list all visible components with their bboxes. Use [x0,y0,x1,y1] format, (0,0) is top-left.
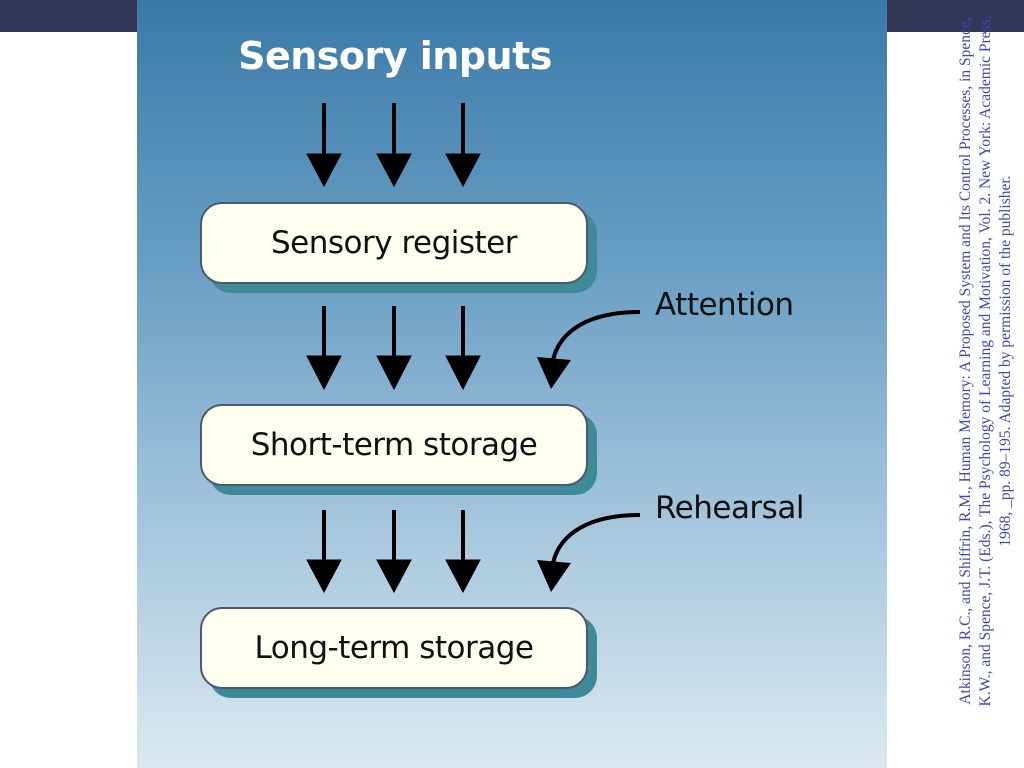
attention-curved-arrow-icon [537,310,641,389]
short-term-storage-label: Short-term storage [250,427,538,463]
sensory-register-box: Sensory register [200,202,588,284]
sensory-register-label: Sensory register [270,225,518,261]
down-arrow-icon [445,103,481,188]
down-arrow-icon [376,103,412,188]
down-arrow-icon [306,103,342,188]
down-arrow-icon [376,510,412,594]
down-arrow-icon [306,510,342,594]
citation-text: Atkinson, R.C., and Shiffrin, R.M., Huma… [957,15,1014,707]
register-to-short-term-arrows [306,306,481,391]
diagram-title: Sensory inputs [238,34,552,78]
rehearsal-label: Rehearsal [655,490,804,526]
down-arrow-icon [445,510,481,594]
down-arrow-icon [376,306,412,391]
input-arrows [306,103,481,188]
down-arrow-icon [445,306,481,391]
citation-container: Atkinson, R.C., and Shiffrin, R.M., Huma… [953,8,1019,714]
short-term-to-long-term-arrows [306,510,481,594]
short-term-storage-box: Short-term storage [200,404,588,486]
long-term-storage-label: Long-term storage [254,630,534,666]
attention-label: Attention [655,287,794,323]
down-arrow-icon [306,306,342,391]
rehearsal-curved-arrow-icon [537,513,641,592]
long-term-storage-box: Long-term storage [200,607,588,689]
